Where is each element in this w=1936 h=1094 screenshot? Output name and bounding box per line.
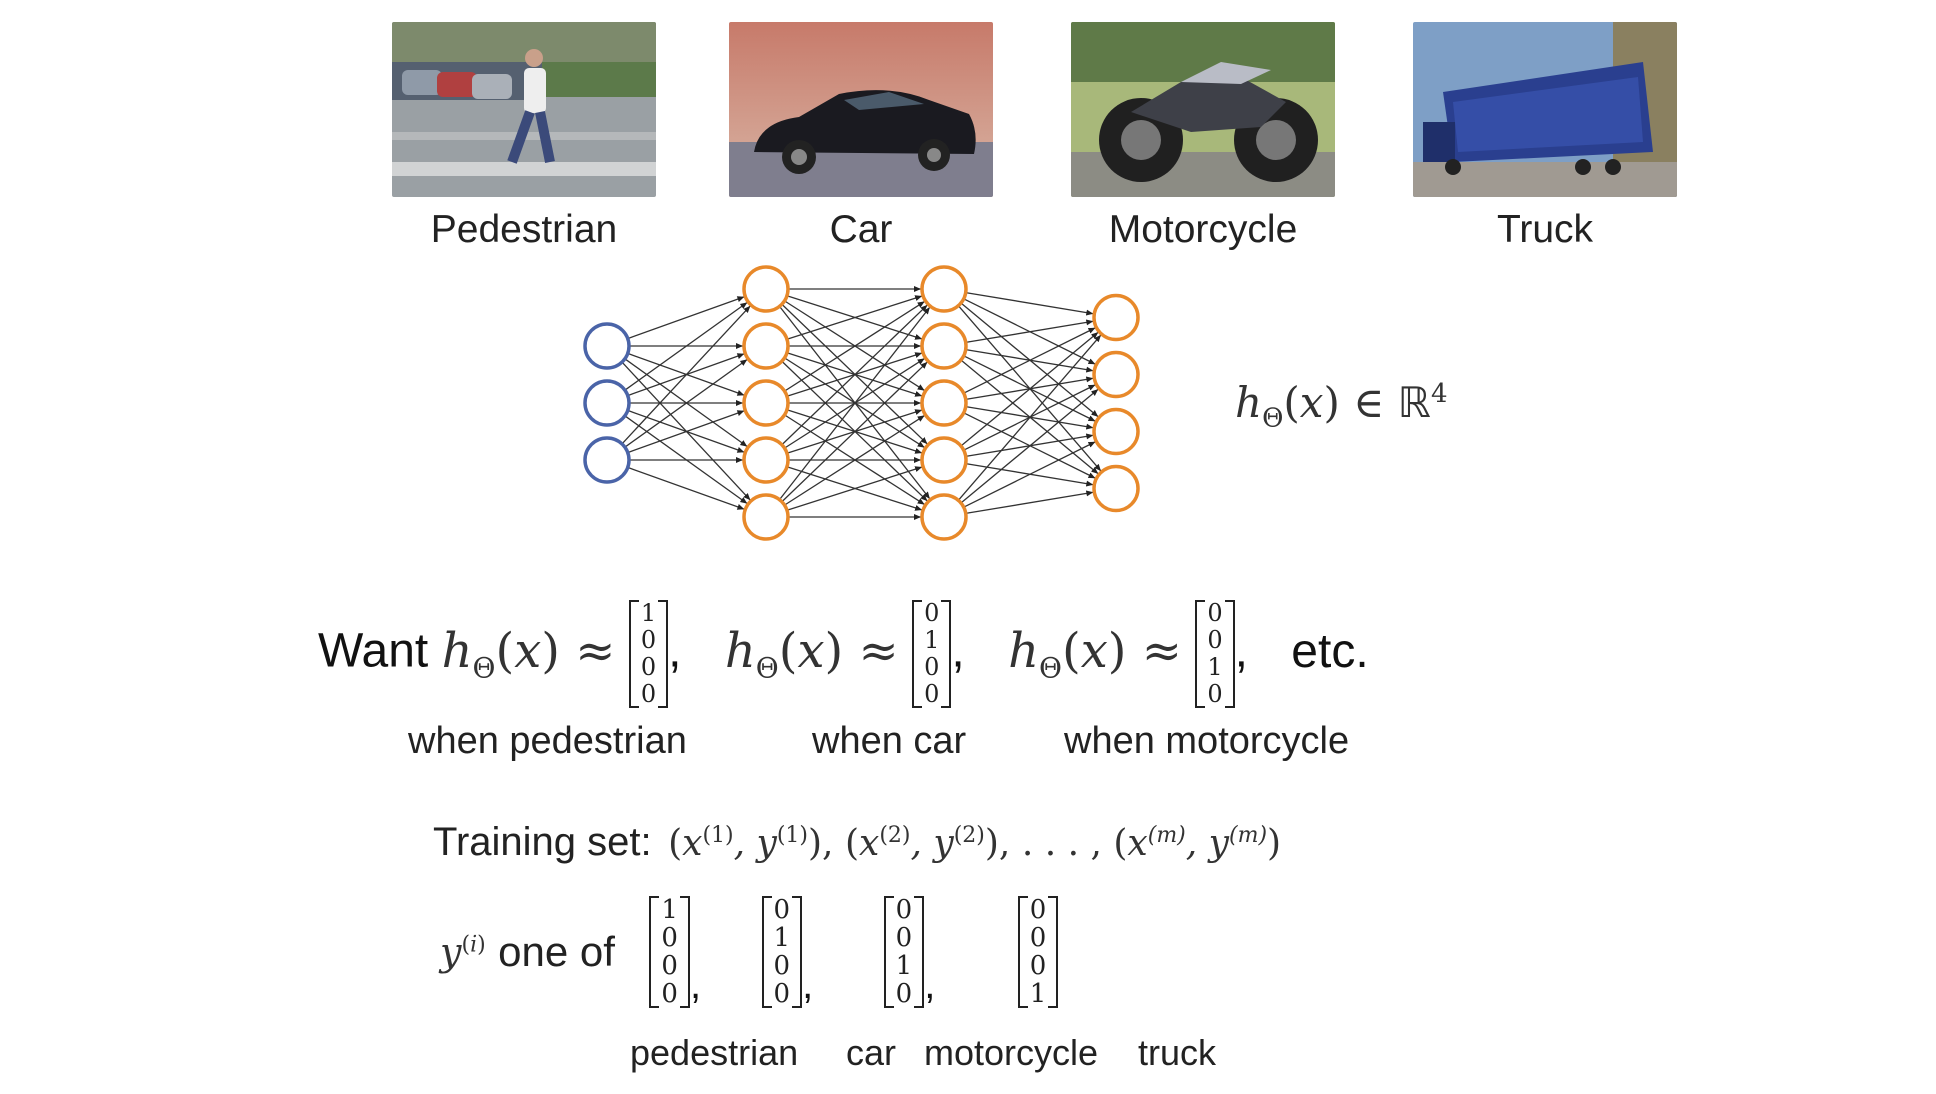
when-car: when car	[812, 720, 967, 762]
input-neuron	[583, 322, 631, 370]
hidden-neuron	[742, 436, 790, 484]
network-connection	[781, 361, 928, 503]
motorcycle-photo	[1071, 22, 1335, 197]
image-label-truck: Truck	[1496, 208, 1594, 251]
onehot-label-car: car	[846, 1032, 897, 1073]
network-connection	[963, 327, 1096, 394]
hidden-neuron	[742, 265, 790, 313]
pedestrian-photo	[392, 22, 656, 197]
output-formula: hΘ(x) ∈ ℝ4	[1235, 378, 1448, 434]
network-connection	[627, 410, 745, 454]
network-connection	[621, 305, 751, 445]
output-neuron	[1092, 464, 1140, 513]
hidden-neuron	[920, 322, 968, 370]
training-set-line: Training set: (x(1), y(1)), (x(2), y(2))…	[433, 820, 1281, 865]
network-connection	[963, 441, 1096, 508]
input-neuron	[583, 379, 631, 427]
network-connection	[627, 296, 745, 340]
network-connection	[960, 388, 1099, 504]
want-label: Want	[318, 624, 429, 678]
image-label-car: Car	[829, 208, 893, 251]
hidden-neuron	[742, 379, 790, 427]
hidden-neuron	[742, 322, 790, 370]
network-connection	[779, 306, 931, 501]
onehot-label-motorcycle: motorcycle	[924, 1032, 1099, 1073]
truck-photo	[1413, 22, 1677, 197]
network-connection	[965, 319, 1094, 344]
image-label-pedestrian: Pedestrian	[430, 208, 618, 251]
etc-label: etc.	[1291, 624, 1369, 678]
network-connection	[965, 490, 1094, 515]
network-connection	[960, 331, 1099, 447]
network-connection	[627, 466, 745, 510]
hidden-neuron	[920, 493, 968, 541]
network-connection	[624, 358, 748, 448]
network-connection	[624, 301, 748, 391]
output-neuron	[1092, 293, 1140, 342]
image-label-motorcycle: Motorcycle	[1108, 208, 1298, 251]
output-neuron	[1092, 350, 1140, 399]
training-set-label: Training set:	[433, 820, 652, 864]
hidden-neuron	[920, 265, 968, 313]
network-connection	[957, 334, 1102, 501]
hidden-neuron	[920, 379, 968, 427]
one-of-label: one of	[498, 928, 615, 975]
onehot-label-pedestrian: pedestrian	[630, 1032, 799, 1073]
network-connection	[786, 295, 923, 340]
input-neuron	[583, 436, 631, 484]
output-neuron	[1092, 407, 1140, 456]
network-connection	[784, 414, 925, 506]
network-connection	[786, 466, 923, 511]
when-pedestrian: when pedestrian	[408, 720, 687, 762]
network-connection	[781, 304, 928, 446]
when-motorcycle: when motorcycle	[1064, 720, 1350, 762]
network-connection	[965, 291, 1094, 316]
hidden-neuron	[742, 493, 790, 541]
hidden-neuron	[920, 436, 968, 484]
car-photo	[729, 22, 993, 197]
onehot-label-truck: truck	[1138, 1032, 1217, 1073]
neural-network-diagram	[583, 265, 1140, 541]
network-connection	[784, 300, 925, 392]
training-set-formula: (x(1), y(1)), (x(2), y(2)), . . . , (x(m…	[668, 823, 1282, 864]
